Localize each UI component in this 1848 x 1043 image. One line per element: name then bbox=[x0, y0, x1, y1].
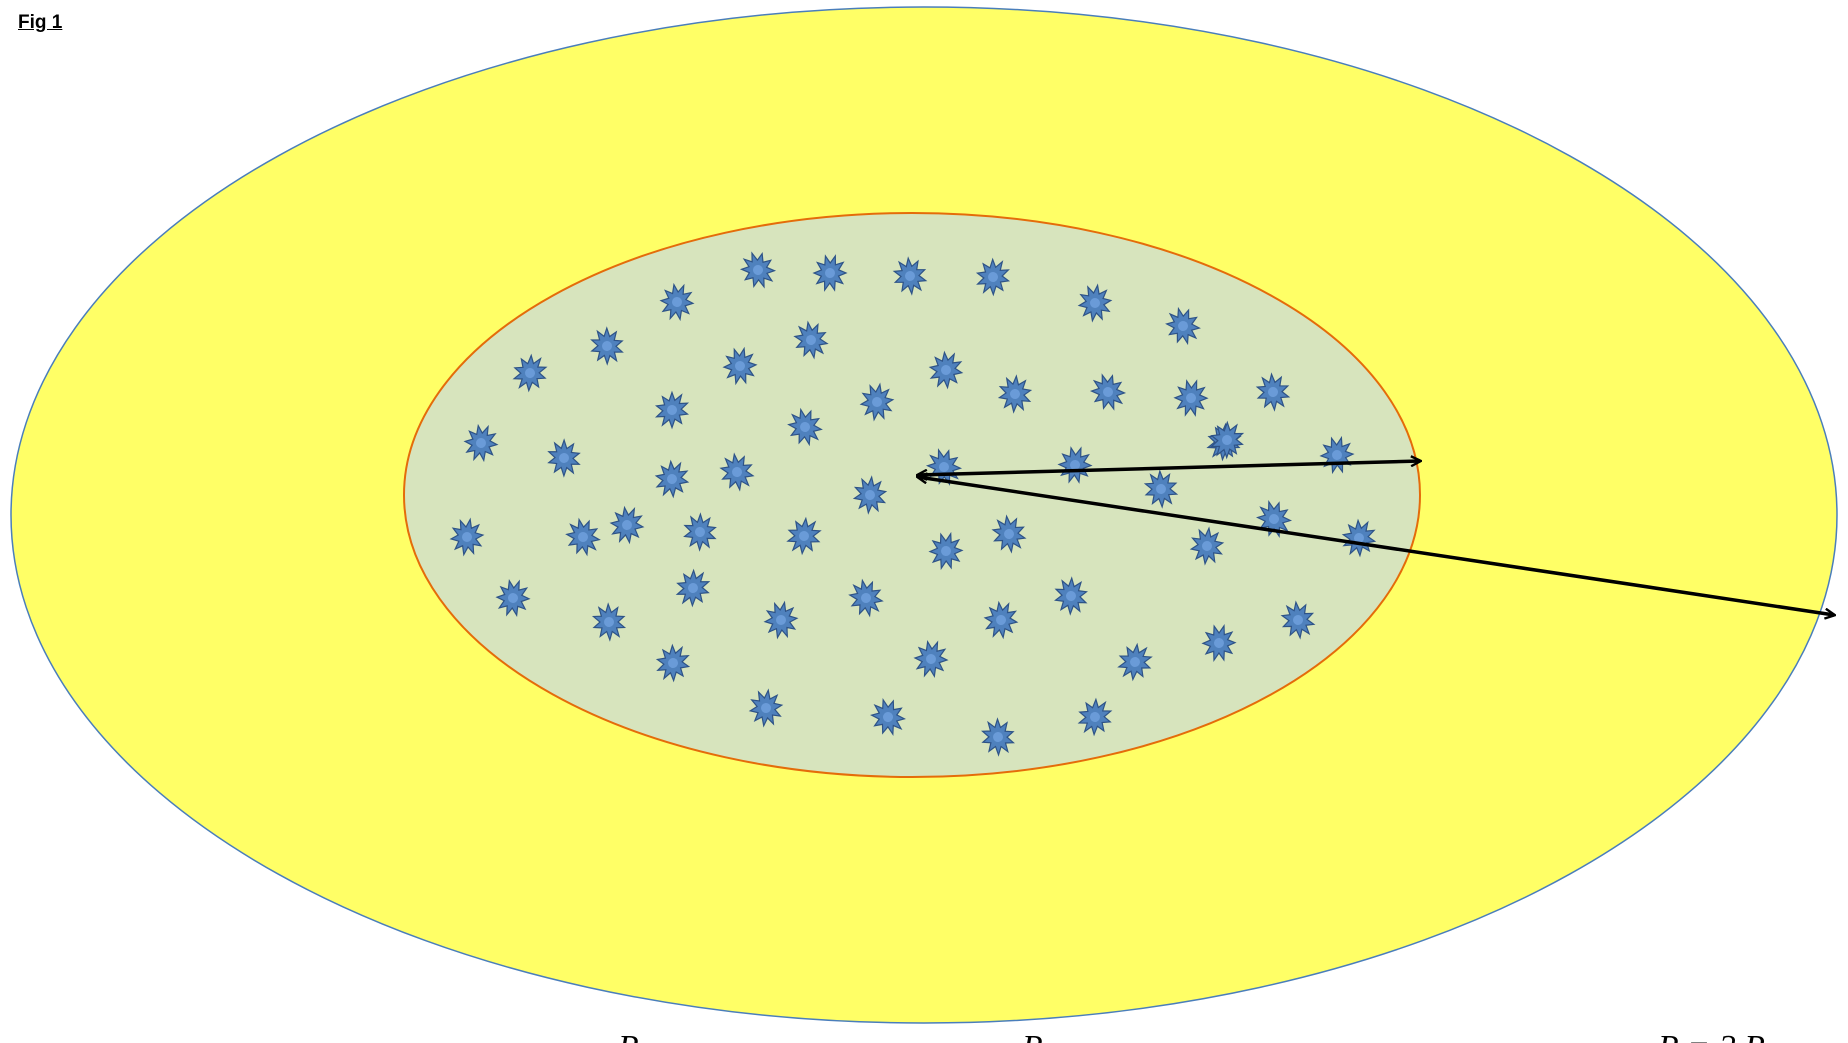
star-icon bbox=[981, 717, 1015, 757]
outer-radius-arrow bbox=[918, 477, 1834, 615]
star-icon bbox=[1255, 372, 1291, 412]
star-icon bbox=[786, 516, 822, 556]
radius-arrows bbox=[918, 461, 1834, 615]
star-icon bbox=[793, 320, 829, 360]
inner-ellipse bbox=[403, 212, 1421, 778]
star-icon bbox=[852, 475, 888, 515]
star-icon bbox=[739, 251, 777, 289]
star-icon bbox=[1209, 420, 1245, 460]
star-icon bbox=[1173, 379, 1209, 417]
star-icon bbox=[1077, 697, 1113, 737]
star-icon bbox=[1089, 373, 1127, 411]
star-icon bbox=[787, 407, 823, 447]
star-icon bbox=[812, 254, 848, 292]
star-icon bbox=[848, 578, 884, 618]
formula-middle: R bbox=[1021, 1029, 1043, 1043]
star-icon bbox=[997, 374, 1033, 414]
star-icon bbox=[1201, 624, 1237, 662]
star-icon bbox=[547, 438, 581, 478]
star-icon bbox=[913, 639, 949, 679]
star-icon bbox=[659, 282, 695, 322]
formula-left: R bbox=[617, 1029, 639, 1043]
star-icon bbox=[683, 512, 717, 552]
star-icon bbox=[859, 382, 895, 422]
star-icon bbox=[655, 643, 691, 683]
star-icon bbox=[463, 423, 499, 463]
star-icon bbox=[449, 517, 485, 557]
star-icon bbox=[892, 256, 928, 296]
star-icon bbox=[590, 326, 624, 366]
star-icon bbox=[719, 452, 755, 492]
star-icon bbox=[870, 697, 906, 737]
star-icon bbox=[654, 459, 690, 499]
star-icon bbox=[748, 688, 784, 728]
star-icon bbox=[928, 350, 964, 390]
star-icon bbox=[512, 353, 548, 393]
star-icon bbox=[722, 346, 758, 386]
star-icon bbox=[1117, 642, 1153, 682]
star-icon bbox=[654, 390, 690, 430]
figure-label: Fig 1 bbox=[18, 12, 63, 33]
star-icon bbox=[1077, 283, 1113, 323]
star-icon bbox=[495, 579, 531, 617]
formula-right: R = 2 R bbox=[1657, 1029, 1765, 1043]
star-icon bbox=[975, 257, 1011, 297]
star-icon bbox=[763, 600, 799, 640]
star-icon bbox=[1165, 306, 1201, 346]
star-icon bbox=[591, 602, 627, 642]
star-icon bbox=[609, 505, 645, 545]
star-icon bbox=[565, 517, 601, 557]
star-icon bbox=[675, 568, 711, 608]
